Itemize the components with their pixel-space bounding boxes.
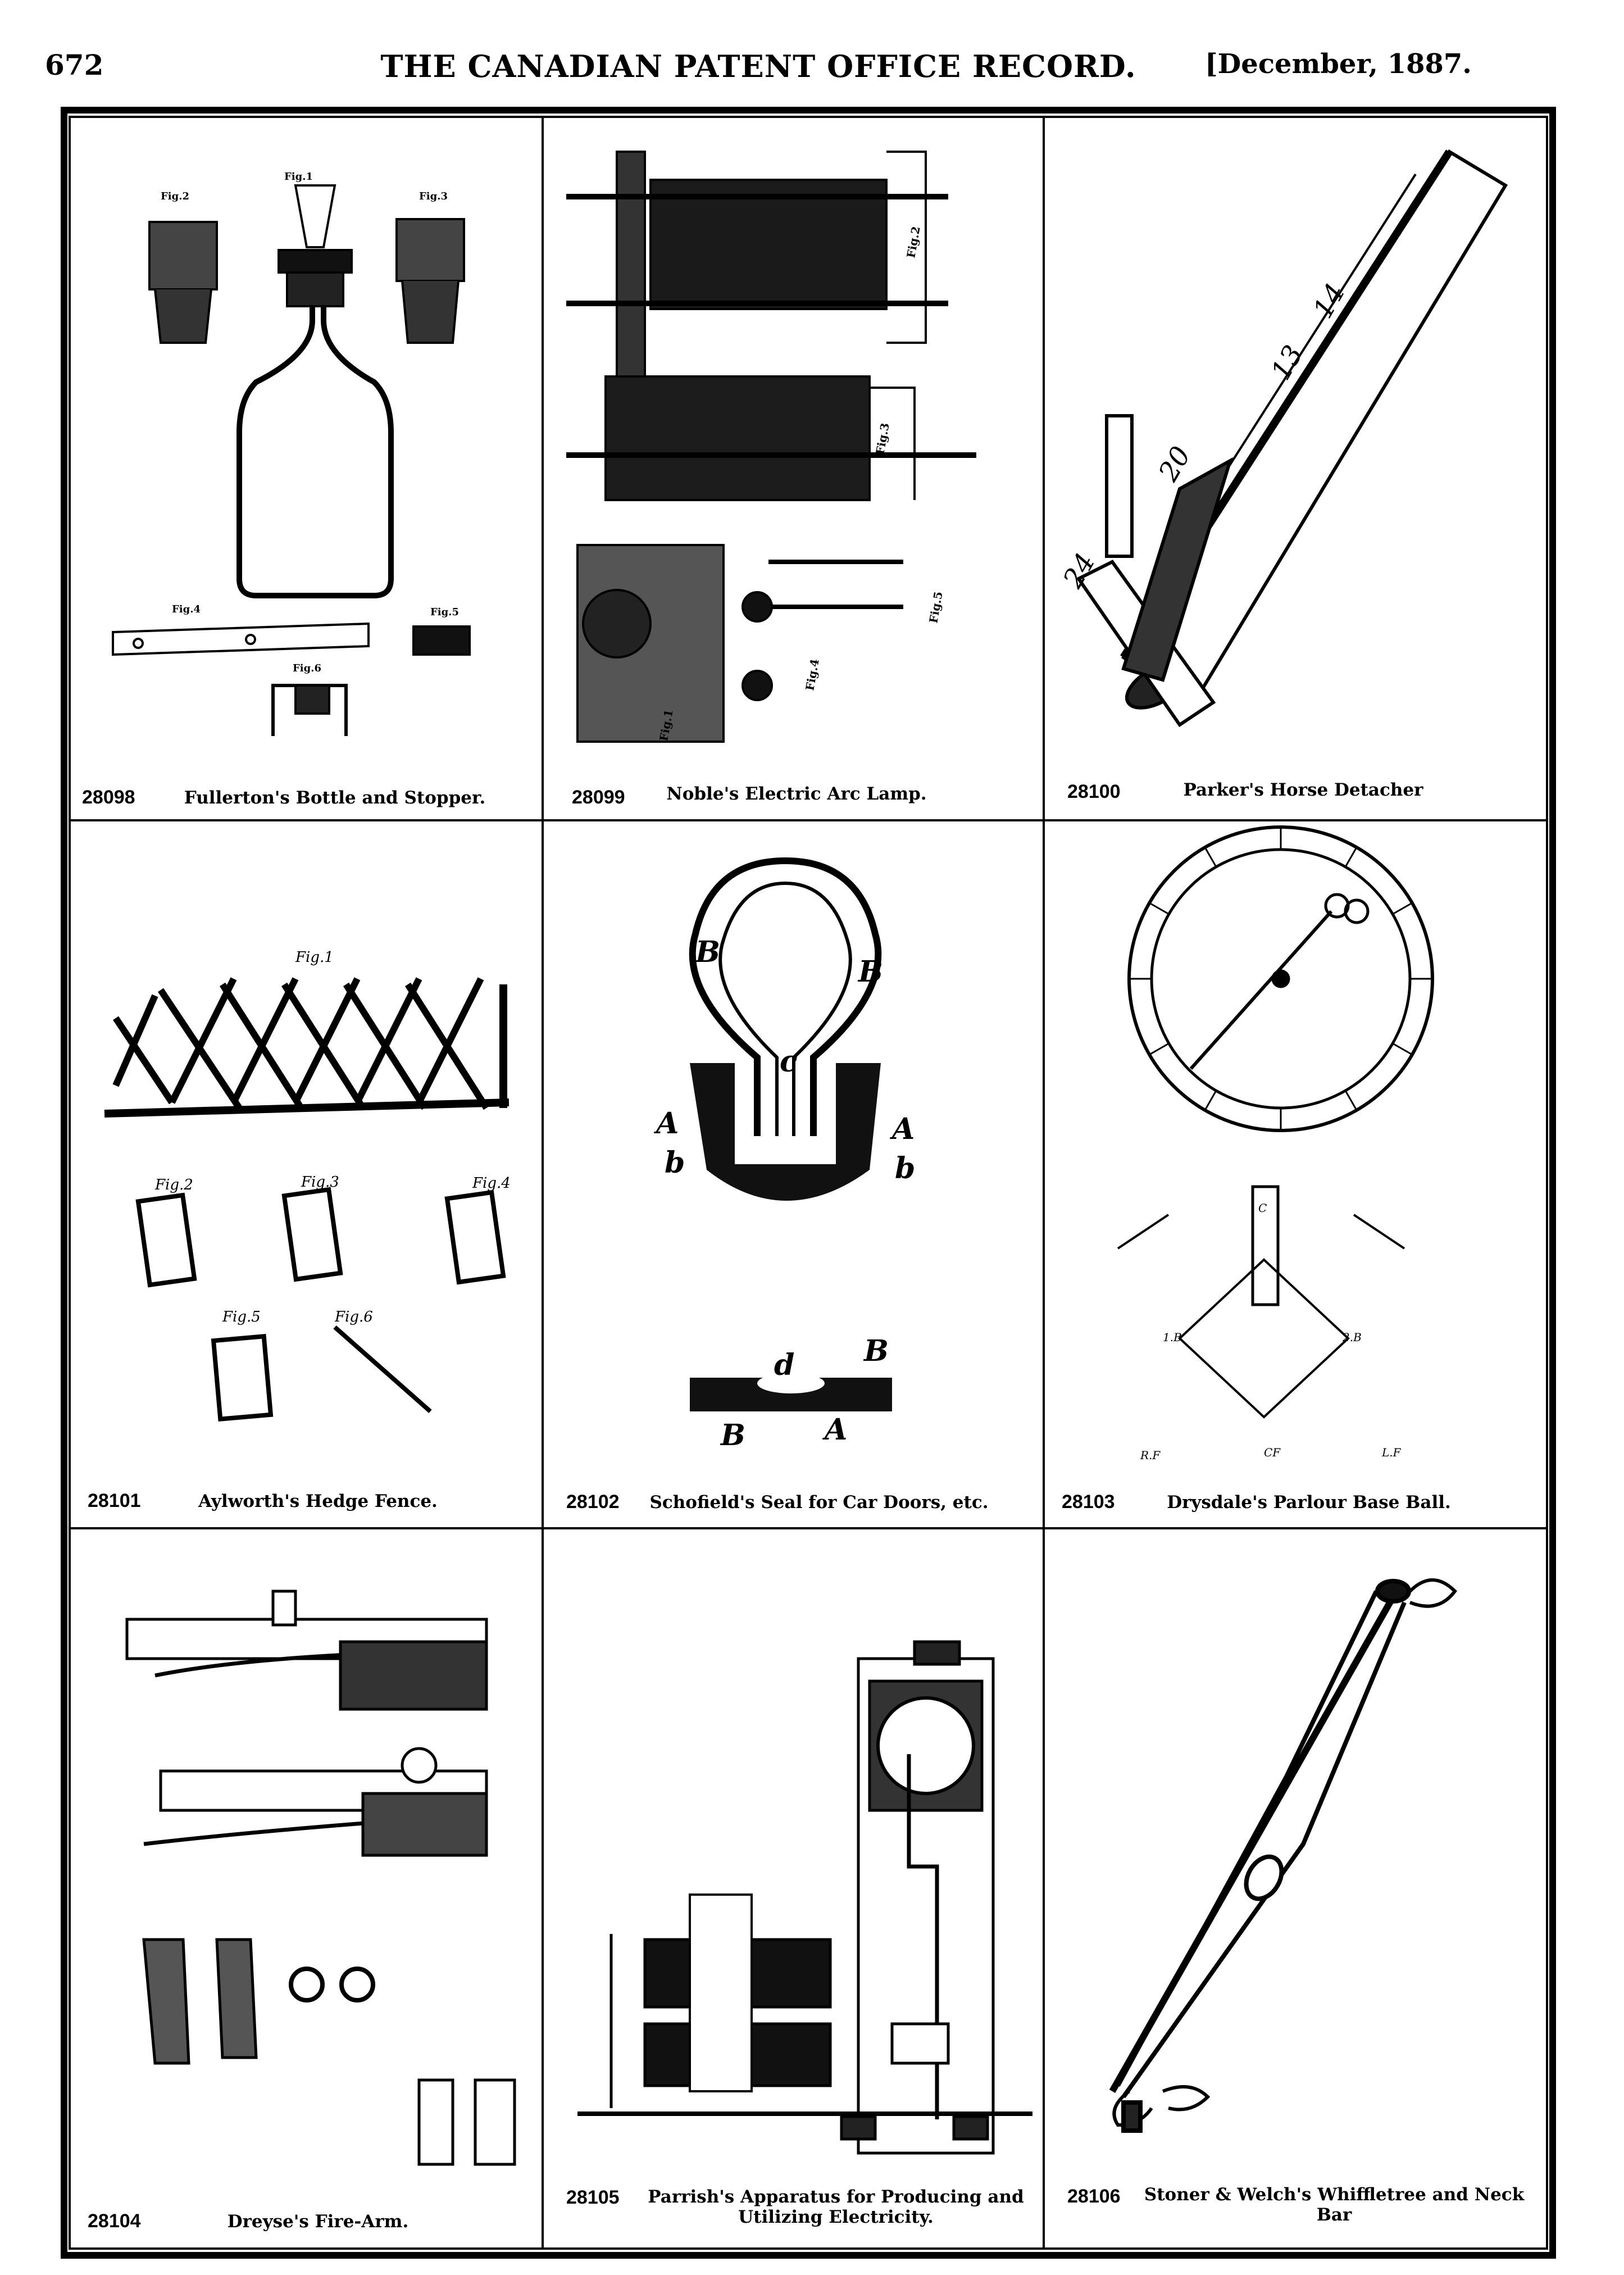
patent-cell-28105: 28105 Parrish's Apparatus for Producing … bbox=[544, 1529, 1043, 2247]
fig-label: Fig.4 bbox=[172, 603, 201, 615]
issue-date: [December, 1887. bbox=[1204, 48, 1472, 80]
fig-label: Fig.6 bbox=[293, 662, 321, 674]
fig-label: Fig.3 bbox=[301, 1174, 339, 1191]
fig-label: L.F bbox=[1381, 1446, 1402, 1459]
fire-arm-figure bbox=[71, 1529, 542, 2204]
patent-title: Schofield's Seal for Car Doors, etc. bbox=[649, 1492, 989, 1513]
patent-number: 28101 bbox=[88, 1490, 141, 1511]
fig-label: Fig.6 bbox=[334, 1309, 373, 1325]
car-door-seal-figure: B B A A b b c d B B A bbox=[653, 821, 915, 1452]
row-divider bbox=[71, 819, 1546, 821]
bottle-stopper-figure: Fig.1 Fig.2 Fig.3 Fig.4 Fig.5 Fig.6 bbox=[71, 171, 542, 781]
patent-cell-28100: 13 14 20 24 28100 Parker's Horse Detache… bbox=[1045, 118, 1546, 819]
patent-cell-28106: 28106 Stoner & Welch's Whiffletree and N… bbox=[1045, 1529, 1546, 2247]
fig-label: Fig.2 bbox=[161, 190, 189, 202]
fig-label: 20 bbox=[1152, 441, 1197, 487]
fig-label: A bbox=[822, 1413, 847, 1447]
fig-label: Fig.5 bbox=[926, 591, 945, 624]
fig-label: c bbox=[780, 1045, 798, 1079]
patent-number: 28104 bbox=[88, 2210, 141, 2232]
fig-label: B bbox=[863, 1334, 889, 1368]
fig-label: Fig.4 bbox=[803, 658, 821, 692]
fig-label: Fig.2 bbox=[154, 1177, 193, 1193]
patent-cell-28098: Fig.1 Fig.2 Fig.3 Fig.4 Fig.5 Fig.6 2809… bbox=[71, 118, 542, 819]
fig-label: 2.B bbox=[1342, 1331, 1362, 1344]
fig-label: b bbox=[665, 1146, 685, 1180]
page-number: 672 bbox=[45, 48, 104, 81]
column-divider bbox=[1043, 118, 1045, 2247]
arc-lamp-figure: Fig.2 Fig.3 Fig.1 Fig.4 Fig.5 bbox=[544, 118, 1043, 781]
fig-label: B bbox=[857, 955, 883, 989]
patent-title: Stoner & Welch's Whiffletree and Neck Ba… bbox=[1144, 2185, 1525, 2225]
electricity-apparatus-figure bbox=[544, 1529, 1043, 2176]
fig-label: Fig.3 bbox=[419, 190, 448, 202]
fig-label: B bbox=[720, 1418, 745, 1452]
patent-title: Parrish's Apparatus for Producing and Ut… bbox=[648, 2187, 1024, 2227]
page-header: 672 THE CANADIAN PATENT OFFICE RECORD. [… bbox=[45, 48, 1472, 88]
fig-label: R.F bbox=[1140, 1448, 1161, 1462]
patent-number: 28098 bbox=[82, 787, 135, 808]
patent-title: Noble's Electric Arc Lamp. bbox=[666, 784, 927, 804]
patent-cell-28104: 28104 Dreyse's Fire-Arm. bbox=[71, 1529, 542, 2247]
plate-border-inner bbox=[69, 116, 1548, 2250]
patent-title: Fullerton's Bottle and Stopper. bbox=[184, 788, 486, 808]
fig-label: C bbox=[1258, 1201, 1267, 1215]
fig-label: Fig.1 bbox=[295, 949, 334, 966]
fig-label: A bbox=[653, 1106, 679, 1141]
patent-number: 28102 bbox=[566, 1491, 620, 1513]
patent-title: Parker's Horse Detacher bbox=[1183, 780, 1423, 800]
patent-cell-28101: Fig.1 Fig.2 Fig.3 Fig.4 Fig.5 Fig.6 2810… bbox=[71, 821, 542, 1527]
parlour-base-ball-figure: C 2.B 1.B CF L.F R.F bbox=[1045, 821, 1546, 1462]
column-divider bbox=[542, 118, 544, 2247]
horse-detacher-figure: 13 14 20 24 bbox=[1057, 118, 1546, 781]
patent-cell-28103: C 2.B 1.B CF L.F R.F 28103 Drysdale's Pa… bbox=[1045, 821, 1546, 1527]
fig-label: CF bbox=[1264, 1446, 1281, 1459]
fig-label: Fig.3 bbox=[873, 422, 891, 456]
fig-label: d bbox=[774, 1348, 794, 1382]
fig-label: A bbox=[889, 1112, 915, 1146]
fig-label: B bbox=[694, 935, 720, 969]
fig-label: b bbox=[895, 1151, 915, 1186]
patent-cell-28099: Fig.2 Fig.3 Fig.1 Fig.4 Fig.5 28099 Nobl… bbox=[544, 118, 1043, 819]
patent-cell-28102: B B A A b b c d B B A 28102 Schofield's … bbox=[544, 821, 1043, 1527]
plate-border-outer bbox=[61, 107, 1556, 2259]
patent-title: Dreyse's Fire-Arm. bbox=[227, 2212, 409, 2232]
patent-title: Aylworth's Hedge Fence. bbox=[198, 1491, 438, 1511]
fig-label: Fig.5 bbox=[222, 1309, 261, 1325]
patent-title: Drysdale's Parlour Base Ball. bbox=[1167, 1492, 1451, 1513]
page-title: THE CANADIAN PATENT OFFICE RECORD. bbox=[380, 48, 1136, 84]
hedge-fence-figure: Fig.1 Fig.2 Fig.3 Fig.4 Fig.5 Fig.6 bbox=[71, 949, 511, 1490]
row-divider bbox=[71, 1527, 1546, 1529]
patent-number: 28105 bbox=[566, 2187, 620, 2208]
patent-number: 28106 bbox=[1067, 2186, 1121, 2207]
whiffletree-figure bbox=[1045, 1529, 1546, 2176]
patent-number: 28100 bbox=[1067, 781, 1121, 802]
patent-number: 28103 bbox=[1062, 1491, 1115, 1513]
patent-number: 28099 bbox=[572, 787, 625, 808]
fig-label: 1.B bbox=[1163, 1331, 1182, 1344]
fig-label: Fig.4 bbox=[472, 1175, 511, 1192]
fig-label: Fig.5 bbox=[430, 606, 459, 618]
fig-label: Fig.2 bbox=[904, 225, 922, 259]
fig-label: Fig.1 bbox=[284, 171, 313, 183]
